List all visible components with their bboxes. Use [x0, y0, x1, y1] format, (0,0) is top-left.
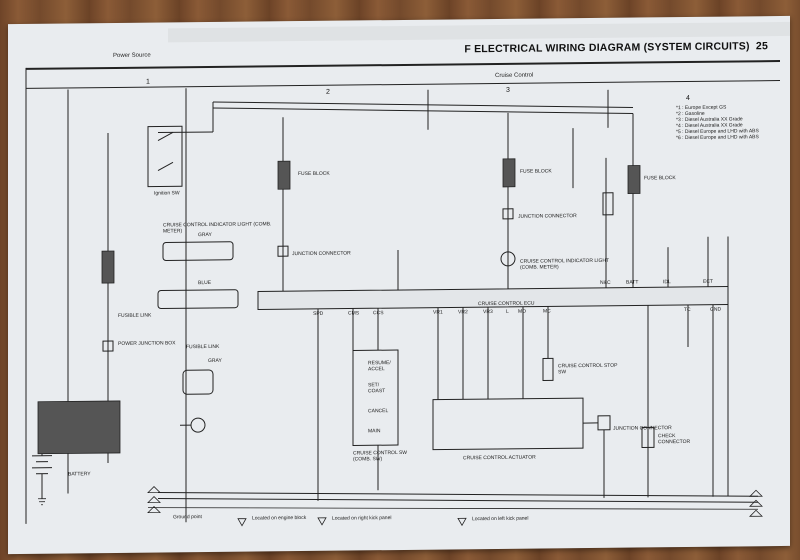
ecu-pin-ect: ECT [703, 278, 713, 285]
fusible-link-label: FUSIBLE LINK [118, 312, 152, 319]
ecu-pin-l: L [506, 308, 509, 315]
switch-cancel-label: CANCEL [368, 408, 389, 415]
cruise-indicator-light-label: CRUISE CONTROL INDICATOR LIGHT (COMB. ME… [520, 257, 609, 271]
ecu-pin-gnd: GND [710, 306, 722, 313]
fuse-holder [101, 250, 115, 284]
cruise-stop-sw-label: CRUISE CONTROL STOP SW [558, 362, 618, 376]
fusible-link-block [37, 400, 121, 455]
fusible-link-label-2: FUSIBLE LINK [186, 343, 220, 351]
ecu-pin-idl: IDL [663, 279, 671, 286]
legend-left-kick-panel: Located on left kick panel [472, 515, 529, 523]
ecu-pin-nc: N&C [600, 279, 611, 286]
ecu-pin-vr3: VR3 [483, 309, 493, 316]
legend-right-kick-panel: Located on right kick panel [332, 515, 392, 522]
junction-connector-label-2: JUNCTION CONNECTOR [518, 213, 577, 220]
fuse-block-label-1: FUSE BLOCK [298, 170, 330, 178]
ecu-pin-mo: MO [518, 308, 527, 315]
wiring-schematic [25, 67, 763, 527]
ignition-sw-label: Ignition SW [154, 190, 180, 197]
switch-resume-label: RESUME/ ACCEL [368, 360, 391, 373]
ecu-pin-mc: MC [543, 308, 551, 315]
power-junction-box-label: POWER JUNCTION BOX [118, 340, 176, 347]
note-6: *6 : Diesel Europe and LHD with ABS [676, 134, 759, 142]
check-connector-label: CHECK CONNECTOR [658, 433, 691, 446]
cruise-actuator-label: CRUISE CONTROL ACTUATOR [463, 454, 536, 462]
cruise-indicator-label: CRUISE CONTROL INDICATOR LIGHT (COMB. ME… [163, 221, 272, 235]
wiring-diagram-sheet: F ELECTRICAL WIRING DIAGRAM (SYSTEM CIRC… [8, 15, 790, 555]
switch-main-label: MAIN [368, 428, 381, 435]
connector-gray-label: GRAY [198, 231, 212, 239]
ecu-pin-ccs: CCS [373, 310, 384, 317]
fuse-block-label-2: FUSE BLOCK [520, 168, 552, 175]
connector-blue-label: BLUE [198, 279, 212, 287]
switch-set-label: SET/ COAST [368, 382, 386, 395]
ecu-pin-spd: SPD [313, 310, 324, 317]
battery-label: BATTERY [68, 471, 91, 478]
fuse-block-label-3: FUSE BLOCK [644, 175, 676, 182]
legend-engine-block: Located on engine block [252, 514, 307, 522]
cruise-ecu-label: CRUISE CONTROL ECU [478, 300, 535, 308]
fuse-block-2 [502, 158, 516, 188]
ecu-pin-vr2: VR2 [458, 309, 468, 316]
ecu-pin-tc: TC [684, 306, 691, 314]
junction-connector-label: JUNCTION CONNECTOR [292, 250, 351, 258]
fuse-block-1 [277, 160, 291, 190]
cruise-sw-label: CRUISE CONTROL SW (COMB. SW) [353, 449, 407, 463]
ecu-pin-batt: BATT [626, 279, 639, 286]
junction-connector-label-3: JUNCTION CONNECTOR [613, 425, 672, 432]
legend-ground-point: Ground point [173, 514, 202, 521]
fuse-block-3 [627, 165, 641, 195]
ecu-pin-vr1: VR1 [433, 309, 443, 316]
connector-gray2-label: GRAY [208, 357, 222, 365]
ecu-pin-cms: CMS [348, 310, 360, 317]
